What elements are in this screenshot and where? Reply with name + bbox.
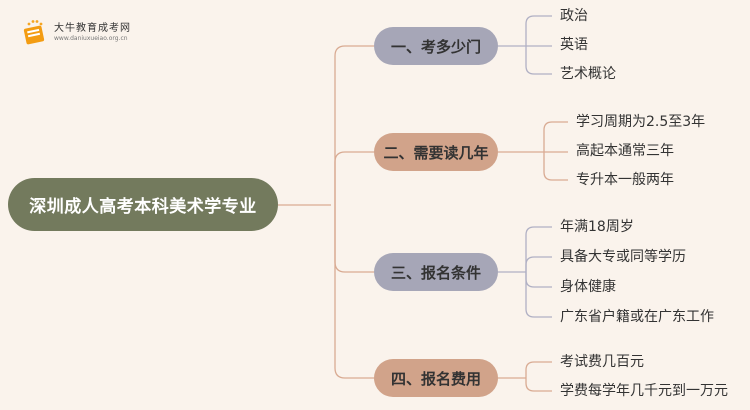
logo-title: 大牛教育成考网 <box>54 23 131 34</box>
branch-exam-subjects: 一、考多少门 <box>374 27 498 65</box>
leaf-residency-requirement: 广东省户籍或在广东工作 <box>560 309 714 325</box>
leaf-connector-0-2 <box>525 46 552 75</box>
leaf-gaoqiben: 高起本通常三年 <box>576 143 674 159</box>
leaf-connector-1-0 <box>543 121 568 152</box>
leaf-connector-0-0 <box>525 15 552 46</box>
leaf-health-requirement: 身体健康 <box>560 279 616 295</box>
leaf-politics: 政治 <box>560 8 588 24</box>
branch-connector-3 <box>334 205 374 379</box>
leaf-connector-2-3 <box>525 272 552 318</box>
root-topic: 深圳成人高考本科美术学专业 <box>8 178 278 231</box>
leaf-connector-2-0 <box>525 226 552 272</box>
leaf-age-requirement: 年满18周岁 <box>560 219 634 235</box>
leaf-connector-2-1 <box>525 256 552 272</box>
branch-connector-1 <box>334 151 374 205</box>
branch-study-duration: 二、需要读几年 <box>374 133 498 171</box>
leaf-education-requirement: 具备大专或同等学历 <box>560 249 686 265</box>
branch-requirements: 三、报名条件 <box>374 253 498 291</box>
leaf-study-period: 学习周期为2.5至3年 <box>576 114 706 130</box>
logo-url: www.daniuxueiao.org.cn <box>54 35 128 42</box>
leaf-connector-2-2 <box>525 272 552 288</box>
book-cap-icon <box>23 20 45 45</box>
branch-connector-2 <box>334 205 374 273</box>
leaf-tuition: 学费每学年几千元到一万元 <box>560 383 728 399</box>
site-logo: 大牛教育成考网 www.daniuxueiao.org.cn <box>20 16 150 50</box>
leaf-connector-1-2 <box>543 152 568 181</box>
branch-connector-0 <box>334 45 374 205</box>
leaf-exam-fee: 考试费几百元 <box>560 354 644 370</box>
leaf-art-theory: 艺术概论 <box>560 66 616 82</box>
branch-fees: 四、报名费用 <box>374 359 498 397</box>
leaf-english: 英语 <box>560 37 588 53</box>
leaf-zhuanshengben: 专升本一般两年 <box>576 172 674 188</box>
leaf-connector-3-0 <box>525 361 552 378</box>
leaf-connector-3-1 <box>525 378 552 392</box>
